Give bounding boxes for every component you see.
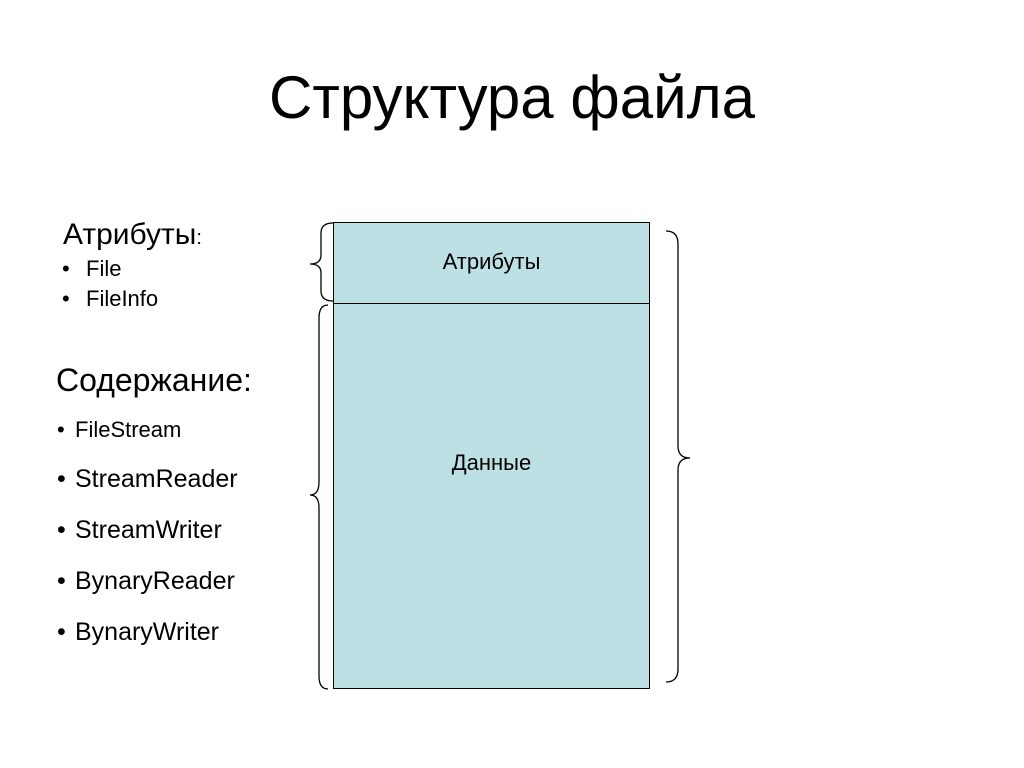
list-item-text: BynaryReader: [75, 567, 235, 595]
attributes-heading-text: Атрибуты: [63, 218, 197, 251]
bullet-icon: •: [57, 417, 65, 442]
attributes-heading: Атрибуты:: [63, 216, 202, 257]
attributes-heading-colon: :: [196, 227, 202, 249]
content-heading: Содержание:: [56, 362, 252, 398]
list-item: • StreamWriter: [55, 512, 238, 563]
list-item: • FileInfo: [60, 284, 158, 314]
list-item-text: StreamReader: [75, 465, 238, 493]
list-item: • BynaryReader: [55, 563, 238, 614]
content-list: •FileStream •StreamReader •StreamWriter …: [55, 412, 238, 665]
bullet-icon: •: [57, 516, 66, 544]
list-item: • StreamReader: [55, 461, 238, 512]
whole-file-right-brace-icon: [665, 230, 691, 683]
attributes-left-brace-icon: [309, 222, 334, 302]
list-item-text: FileStream: [75, 417, 182, 442]
bullet-icon: •: [62, 286, 70, 311]
data-box-label: Данные: [451, 450, 532, 475]
list-item: • File: [60, 254, 158, 284]
list-item: • BynaryWriter: [55, 614, 238, 665]
bullet-icon: •: [62, 256, 70, 281]
data-left-brace-icon: [309, 304, 329, 690]
bullet-icon: •: [57, 618, 66, 646]
list-item-text: File: [86, 256, 122, 281]
attributes-list: • File • FileInfo: [60, 254, 158, 314]
list-item-text: StreamWriter: [75, 516, 222, 544]
attributes-box-label: Атрибуты: [442, 249, 541, 274]
attributes-box: Атрибуты: [333, 222, 650, 304]
slide-title: Структура файла: [269, 64, 755, 131]
data-box: Данные: [333, 302, 650, 689]
list-item-text: FileInfo: [86, 286, 159, 311]
list-item-text: BynaryWriter: [75, 618, 220, 646]
bullet-icon: •: [57, 465, 66, 493]
list-item: • FileStream: [55, 412, 238, 461]
bullet-icon: •: [57, 567, 66, 595]
